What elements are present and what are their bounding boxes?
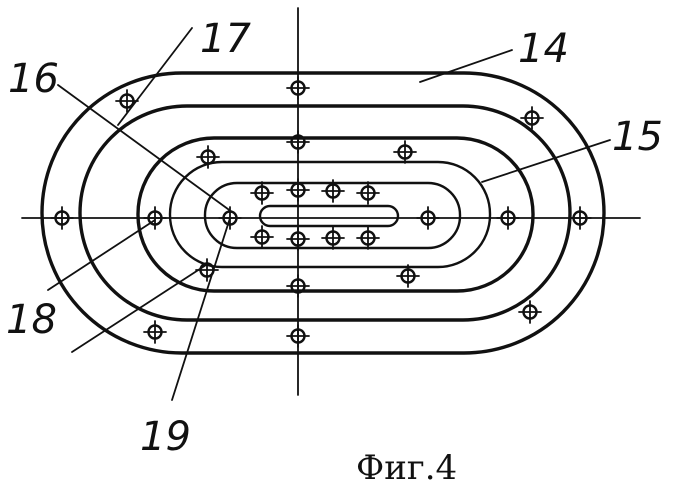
fastener-hole — [394, 141, 416, 163]
fastener-hole — [197, 146, 219, 168]
fastener-hole — [569, 207, 591, 229]
fastener-hole — [417, 207, 439, 229]
ref-label-15: 15 — [612, 114, 663, 160]
leader-line-extra — [72, 265, 206, 352]
ref-label-19: 19 — [140, 414, 191, 460]
fastener-hole — [251, 182, 273, 204]
fastener-hole — [397, 265, 419, 287]
ref-label-16: 16 — [8, 56, 59, 102]
fastener-hole — [51, 207, 73, 229]
fastener-hole — [144, 321, 166, 343]
fastener-hole — [287, 131, 309, 153]
ref-label-17: 17 — [200, 16, 251, 62]
fastener-hole — [287, 77, 309, 99]
contour-fourth — [170, 162, 490, 267]
leader-line-16 — [58, 85, 232, 212]
fastener-hole — [251, 226, 273, 248]
fastener-hole — [287, 228, 309, 250]
fastener-hole — [357, 227, 379, 249]
fastener-hole — [322, 227, 344, 249]
ref-label-14: 14 — [518, 26, 569, 72]
ref-label-18: 18 — [6, 297, 57, 343]
fastener-hole — [287, 275, 309, 297]
fastener-hole — [116, 90, 138, 112]
fastener-hole — [519, 301, 541, 323]
figure-caption: Фиг.4 — [356, 448, 457, 488]
central-slot — [260, 206, 398, 226]
fastener-hole — [287, 325, 309, 347]
fastener-hole — [497, 207, 519, 229]
fastener-hole — [357, 182, 379, 204]
